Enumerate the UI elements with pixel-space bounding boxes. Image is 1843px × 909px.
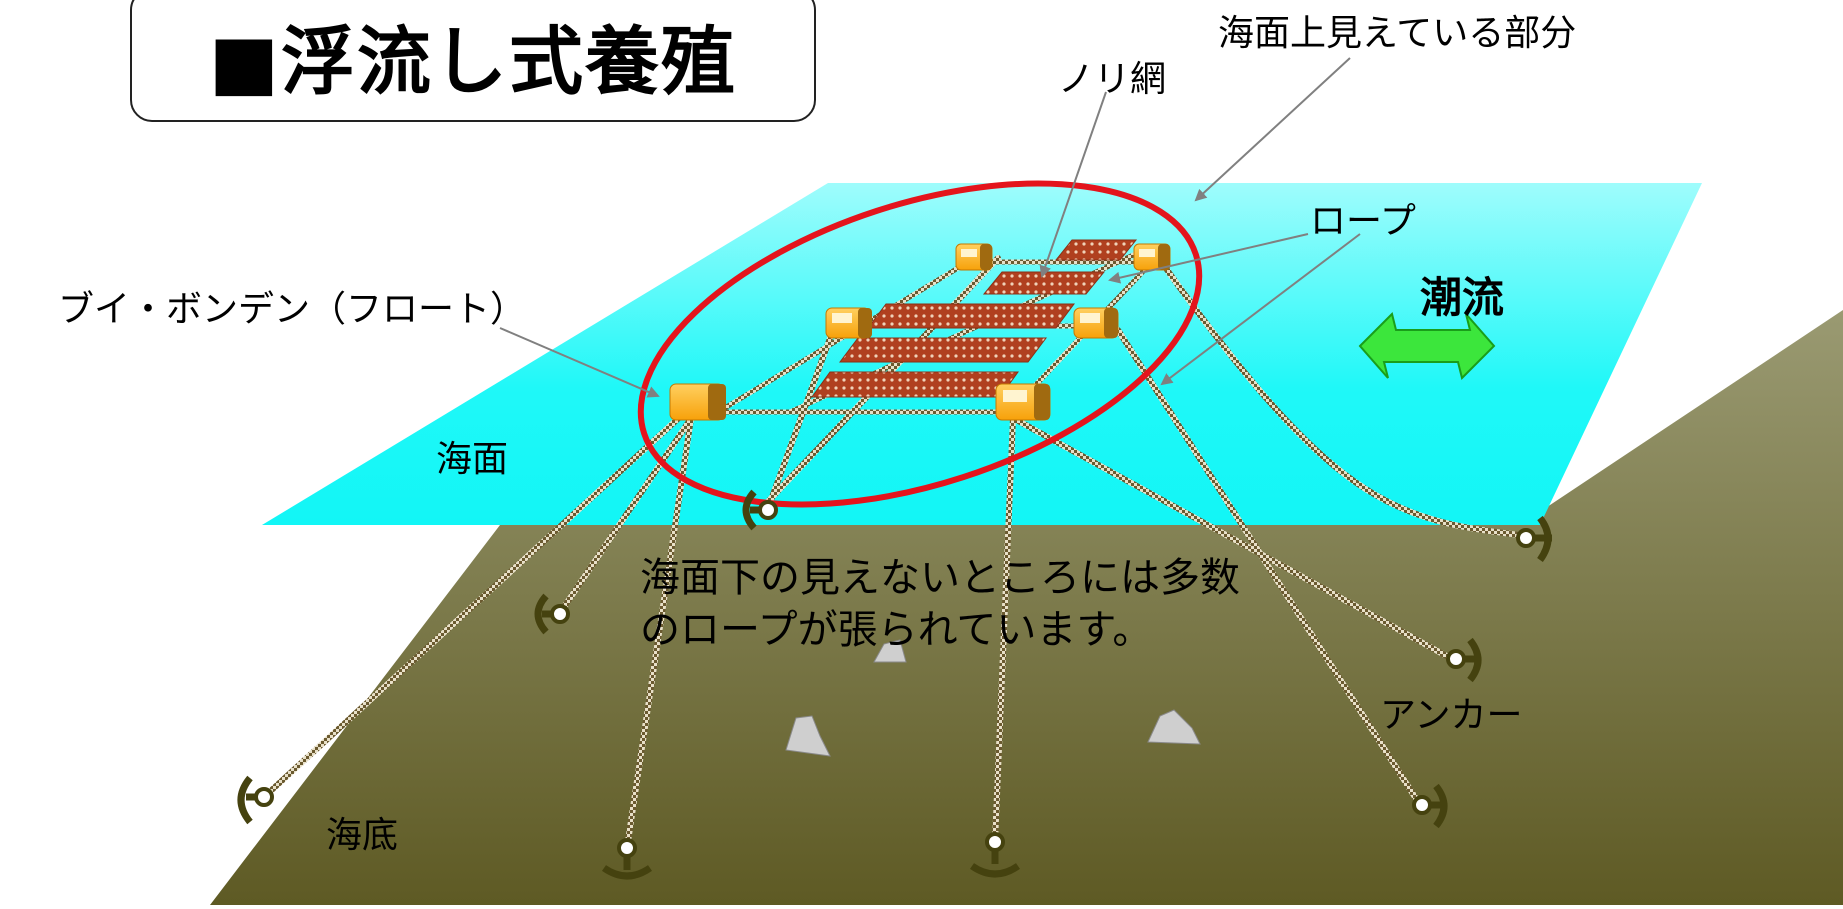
nori-net-panel: [867, 303, 1075, 329]
callout-rope-1: [1108, 233, 1309, 284]
seabed-plane: [210, 310, 1843, 905]
label-buoy: ブイ・ボンデン（フロート）: [58, 289, 527, 330]
label-nori-net: ノリ網: [1058, 59, 1167, 100]
callout-rope-2: [1160, 233, 1361, 386]
nori-net-panel: [811, 371, 1019, 398]
anchor-icon: [742, 489, 778, 531]
underwater-note: 海面下の見えないところには多数 のロープが張られています。: [640, 552, 1240, 656]
callout-buoy: [499, 327, 660, 398]
anchor-icon: [970, 832, 1020, 878]
note-line-2: のロープが張られています。: [640, 607, 1153, 653]
label-seabed: 海底: [326, 815, 399, 856]
rope-line: [261, 402, 696, 800]
float-buoy: [669, 383, 726, 421]
floats: [669, 243, 1171, 421]
rope-line: [1157, 257, 1523, 538]
tidal-current-arrow: [1358, 312, 1496, 380]
anchor-icon: [534, 593, 570, 635]
anchor-icon: [1446, 637, 1482, 683]
callout-lines: [499, 57, 1361, 398]
label-visible-part: 海面上見えている部分: [1218, 13, 1577, 54]
float-buoy: [1073, 307, 1119, 339]
page-title: ■浮流し式養殖: [209, 18, 737, 105]
anchor-icon: [237, 775, 274, 825]
rope-line: [557, 402, 703, 616]
title-box: ■浮流し式養殖: [130, 0, 816, 122]
rope-line: [764, 327, 836, 514]
callout-visible-part: [1194, 57, 1351, 202]
label-sea-surface: 海面: [436, 439, 509, 480]
nori-net-panel: [982, 271, 1106, 295]
label-anchor: アンカー: [1380, 695, 1523, 736]
anchor-icon: [602, 838, 652, 880]
rope-line: [1115, 327, 1423, 808]
nori-nets: [811, 239, 1138, 398]
anchor-icon: [1412, 783, 1448, 829]
float-buoy: [955, 243, 993, 271]
rope-line: [1010, 415, 1455, 662]
rope-line: [992, 415, 1016, 845]
float-buoy: [1133, 243, 1171, 271]
nori-net-panel: [1054, 239, 1138, 261]
label-tidal-current: 潮流: [1420, 273, 1505, 322]
nori-net-panel: [839, 337, 1047, 363]
callout-nori-net: [1039, 91, 1107, 278]
seabed-rocks: [785, 639, 1201, 757]
anchor-ropes: [261, 255, 1523, 851]
anchor-icon: [1516, 515, 1552, 563]
visible-area-ellipse: [637, 180, 1203, 508]
note-line-1: 海面下の見えないところには多数: [640, 555, 1240, 601]
float-buoy: [995, 383, 1051, 421]
anchors: [237, 489, 1552, 880]
label-rope: ロープ: [1310, 201, 1416, 242]
float-buoy: [825, 307, 872, 339]
